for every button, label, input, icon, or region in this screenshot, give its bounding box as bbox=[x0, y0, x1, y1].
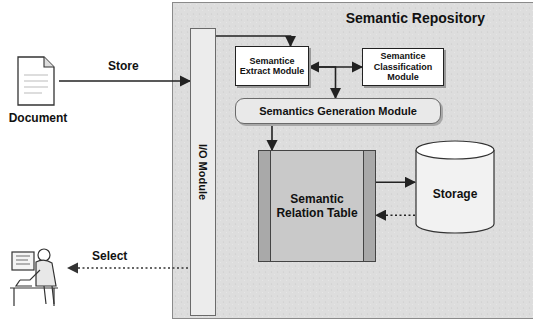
document-node: Document bbox=[3, 55, 73, 133]
storage-cylinder: Storage bbox=[415, 140, 495, 234]
process-box: Semantice Extract Module bbox=[235, 46, 309, 86]
node-text: I/O Module bbox=[197, 144, 209, 200]
table-box: Semantic Relation Table bbox=[258, 150, 376, 262]
table-bar bbox=[259, 151, 271, 261]
connector-arrow bbox=[59, 80, 190, 82]
node-text: Semantics Generation Module bbox=[259, 105, 417, 117]
arrow-label: Select bbox=[92, 249, 127, 263]
node-text: Semantice Extract Module bbox=[236, 56, 308, 77]
document-icon bbox=[16, 55, 56, 107]
connector-arrow bbox=[271, 124, 273, 150]
process-box: Semantice Classification Module bbox=[362, 48, 444, 86]
process-box: Semantics Generation Module bbox=[235, 98, 441, 124]
repository-container: Semantic RepositoryI/O Module Semantice E… bbox=[172, 2, 533, 319]
table-bar bbox=[363, 151, 375, 261]
user-illustration bbox=[10, 249, 58, 306]
connector-arrow bbox=[309, 67, 336, 98]
node-text: Document bbox=[3, 111, 73, 125]
node-text: Semantic Relation Table bbox=[259, 192, 375, 220]
node-text: Semantice Classification Module bbox=[363, 51, 443, 83]
select-arrow bbox=[68, 267, 188, 269]
repository-ground bbox=[173, 3, 533, 319]
connector-arrow bbox=[376, 214, 415, 216]
connector-arrow bbox=[216, 36, 291, 46]
node-text: Semantic Repository bbox=[346, 10, 485, 26]
edge-label: Store bbox=[108, 59, 139, 73]
connector-arrow bbox=[376, 182, 415, 184]
node-text: Storage bbox=[433, 187, 478, 201]
io-module: I/O Module bbox=[190, 28, 216, 316]
